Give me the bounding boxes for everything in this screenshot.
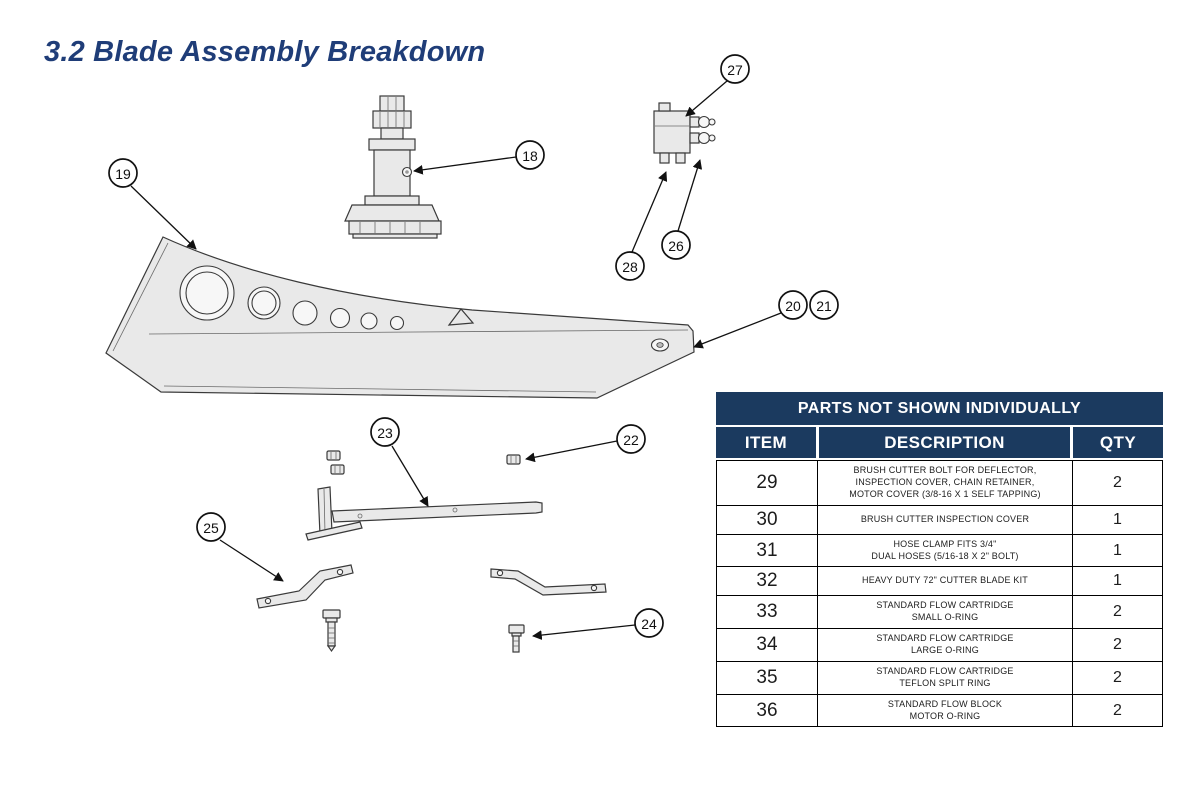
table-title: PARTS NOT SHOWN INDIVIDUALLY (716, 392, 1163, 425)
table-cell-item: 29 (717, 461, 817, 505)
table-cell-qty: 1 (1072, 504, 1162, 534)
callout-26: 26 (661, 230, 691, 260)
column-header-qty: QTY (1073, 427, 1163, 458)
page-title: 3.2 Blade Assembly Breakdown (44, 36, 486, 68)
svg-text:22: 22 (623, 432, 639, 448)
part-motor-assembly (344, 95, 442, 239)
table-cell-description: HOSE CLAMP FITS 3/4" DUAL HOSES (5/16-18… (817, 533, 1072, 567)
parts-not-shown-table: PARTS NOT SHOWN INDIVIDUALLY ITEM DESCRI… (716, 392, 1163, 728)
table-cell-description: STANDARD FLOW CARTRIDGE TEFLON SPLIT RIN… (817, 660, 1072, 694)
table-cell-qty: 2 (1072, 660, 1162, 694)
table-cell-qty: 2 (1072, 693, 1162, 727)
table-cell-item: 31 (717, 533, 817, 567)
callout-22: 22 (616, 424, 646, 454)
table-cell-description: BRUSH CUTTER BOLT FOR DEFLECTOR, INSPECT… (817, 461, 1072, 505)
table-header-row: ITEM DESCRIPTION QTY (716, 427, 1163, 458)
table-cell-item: 35 (717, 660, 817, 694)
column-header-description: DESCRIPTION (819, 427, 1070, 458)
svg-text:18: 18 (522, 148, 538, 164)
svg-text:20: 20 (785, 298, 801, 314)
svg-text:24: 24 (641, 616, 657, 632)
part-blade-sections (256, 564, 607, 609)
callout-20: 20 (778, 290, 808, 320)
svg-text:19: 19 (115, 166, 131, 182)
table-body: 29 BRUSH CUTTER BOLT FOR DEFLECTOR, INSP… (716, 460, 1163, 728)
callout-21: 21 (809, 290, 839, 320)
leader-lines (130, 80, 782, 640)
part-valve-block (653, 102, 716, 164)
table-cell-item: 33 (717, 595, 817, 629)
svg-text:28: 28 (622, 259, 638, 275)
table-cell-description: BRUSH CUTTER INSPECTION COVER (817, 504, 1072, 534)
callout-18: 18 (515, 140, 545, 170)
svg-text:26: 26 (668, 238, 684, 254)
table-cell-item: 30 (717, 504, 817, 534)
table-cell-description: STANDARD FLOW CARTRIDGE LARGE O-RING (817, 628, 1072, 661)
table-cell-qty: 2 (1072, 628, 1162, 661)
callout-23: 23 (370, 417, 400, 447)
part-blade-bar (305, 486, 543, 541)
table-cell-qty: 2 (1072, 595, 1162, 629)
svg-text:23: 23 (377, 425, 393, 441)
table-cell-item: 32 (717, 566, 817, 596)
table-cell-description: STANDARD FLOW CARTRIDGE SMALL O-RING (817, 595, 1072, 629)
table-cell-item: 36 (717, 693, 817, 727)
svg-text:21: 21 (816, 298, 832, 314)
callout-19: 19 (108, 158, 138, 188)
callout-27: 27 (720, 54, 750, 84)
table-cell-qty: 1 (1072, 566, 1162, 596)
callout-25: 25 (196, 512, 226, 542)
column-header-item: ITEM (716, 427, 816, 458)
table-cell-description: HEAVY DUTY 72" CUTTER BLADE KIT (817, 566, 1072, 596)
table-cell-qty: 1 (1072, 533, 1162, 567)
table-cell-description: STANDARD FLOW BLOCK MOTOR O-RING (817, 693, 1072, 727)
callout-24: 24 (634, 608, 664, 638)
callouts: 18 19 20 21 22 23 (108, 54, 839, 638)
svg-text:25: 25 (203, 520, 219, 536)
table-cell-qty: 2 (1072, 461, 1162, 505)
table-cell-item: 34 (717, 628, 817, 661)
part-deck (105, 236, 695, 399)
part-bolts (322, 609, 525, 653)
callout-28: 28 (615, 251, 645, 281)
svg-text:27: 27 (727, 62, 743, 78)
part-nuts (326, 450, 521, 475)
